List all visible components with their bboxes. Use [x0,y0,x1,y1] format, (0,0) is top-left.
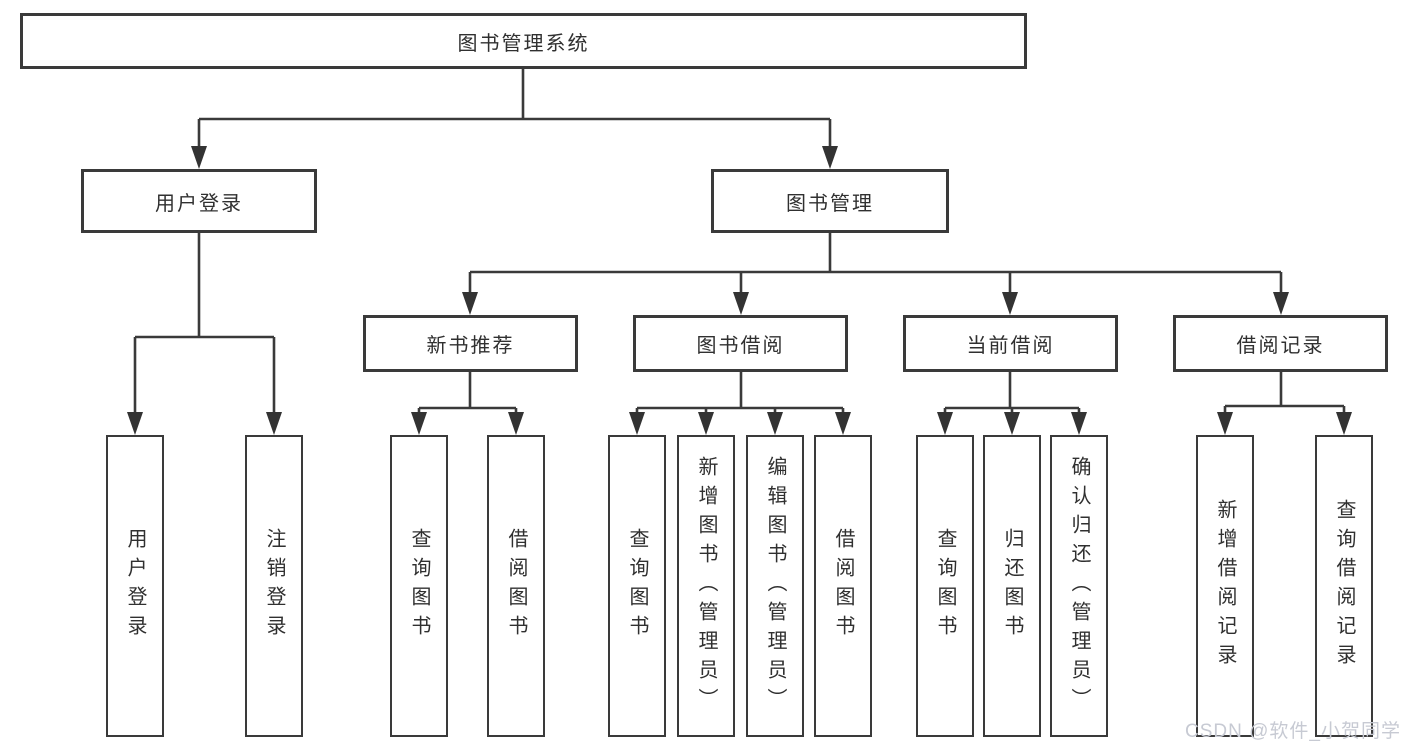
node-library-system: 图书管理系统 [20,13,1027,69]
leaf-borrowing-edit-books-admin: 编辑图书（管理员） [746,435,804,737]
node-label: 图书借阅 [696,335,785,357]
node-label: 用户登录 [124,528,146,644]
node-label: 查询图书 [626,528,648,644]
node-label: 编辑图书（管理员） [764,455,786,717]
node-label: 新增借阅记录 [1214,499,1236,673]
csdn-watermark: CSDN @软件_小贺同学 [1185,721,1401,742]
node-label: 新增图书（管理员） [695,455,717,717]
node-label: 借阅图书 [505,528,527,644]
node-user-login: 用户登录 [81,169,317,233]
node-borrow-records: 借阅记录 [1173,315,1388,372]
node-label: 图书管理 [786,192,874,215]
node-label: 当前借阅 [966,335,1055,357]
leaf-records-add-borrow-record: 新增借阅记录 [1196,435,1254,737]
leaf-current-return-books: 归还图书 [983,435,1041,737]
node-label: 查询图书 [934,528,956,644]
node-label: 图书管理系统 [457,32,590,55]
node-book-management: 图书管理 [711,169,949,233]
node-label: 确认归还（管理员） [1068,455,1090,717]
node-current-borrowing: 当前借阅 [903,315,1118,372]
leaf-current-confirm-return-admin: 确认归还（管理员） [1050,435,1108,737]
node-label: 用户登录 [155,192,243,215]
node-new-book-recommend: 新书推荐 [363,315,578,372]
leaf-records-query-borrow-record: 查询借阅记录 [1315,435,1373,737]
node-book-borrowing: 图书借阅 [633,315,848,372]
node-label: 新书推荐 [426,335,515,357]
node-label: 借阅记录 [1236,335,1325,357]
arrow-down-icons [127,146,1352,435]
leaf-borrowing-borrow-books: 借阅图书 [814,435,872,737]
node-label: 查询图书 [408,528,430,644]
leaf-newbook-query-books: 查询图书 [390,435,448,737]
node-label: 归还图书 [1001,528,1023,644]
leaf-newbook-borrow-books: 借阅图书 [487,435,545,737]
leaf-logout: 注销登录 [245,435,303,737]
leaf-borrowing-query-books: 查询图书 [608,435,666,737]
node-label: 注销登录 [263,528,285,644]
leaf-current-query-books: 查询图书 [916,435,974,737]
node-label: 查询借阅记录 [1333,499,1355,673]
node-label: 借阅图书 [832,528,854,644]
leaf-borrowing-add-books-admin: 新增图书（管理员） [677,435,735,737]
leaf-user-login: 用户登录 [106,435,164,737]
